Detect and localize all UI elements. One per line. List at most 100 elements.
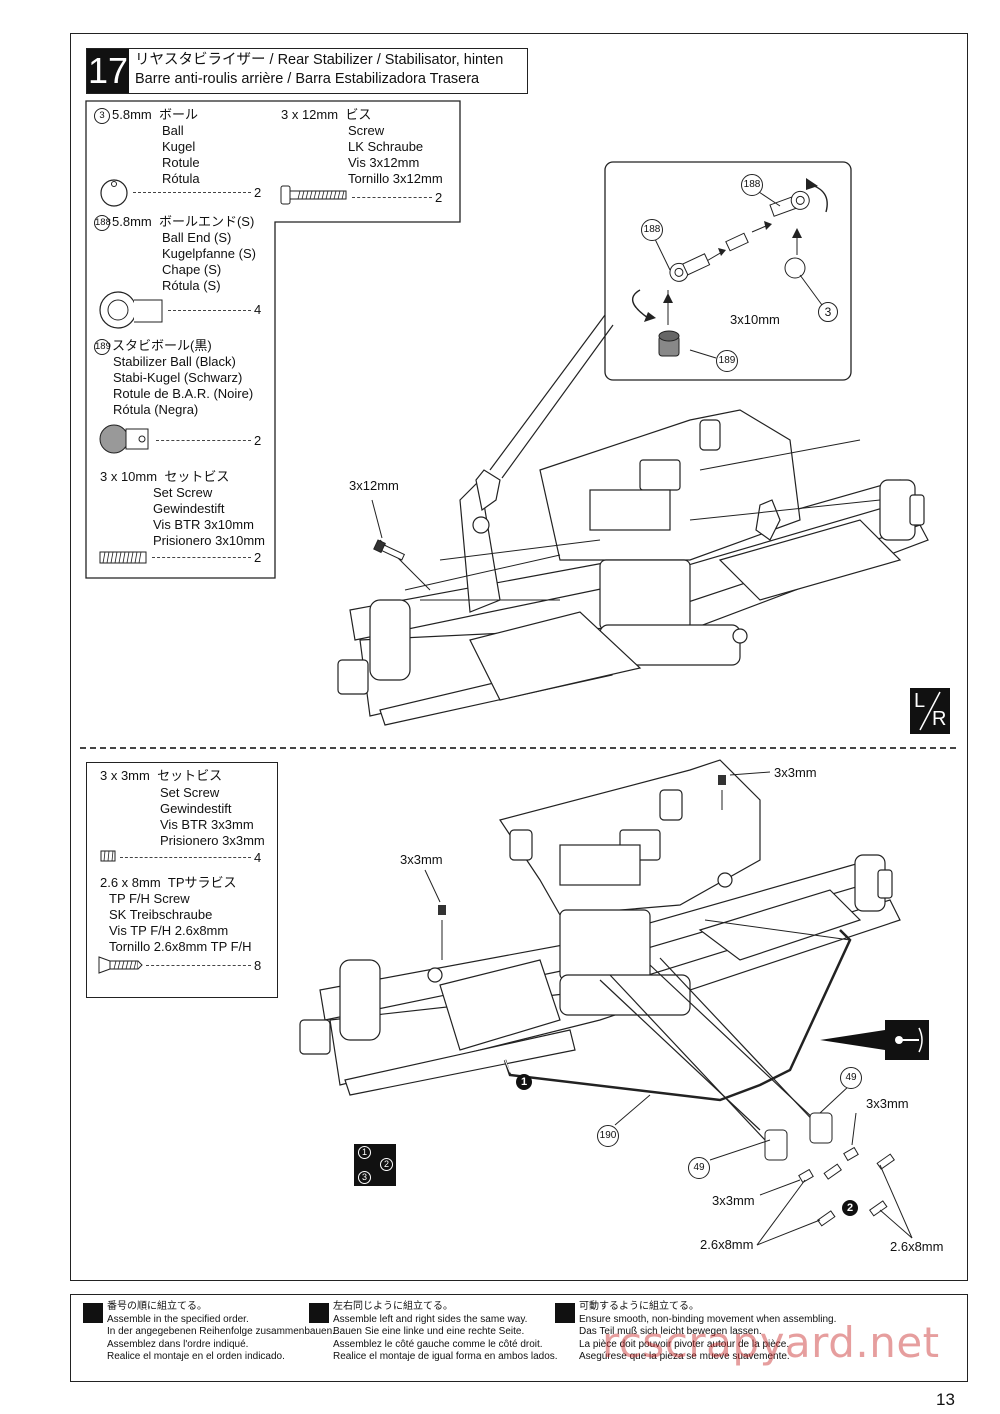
- quantity: 2: [254, 185, 262, 200]
- quantity: 4: [254, 302, 262, 317]
- set-screw-3x3-icon: [100, 850, 116, 862]
- quantity: 2: [435, 190, 443, 205]
- name-es: Rótula (Negra): [113, 402, 199, 417]
- order-legend-icon: [83, 1303, 103, 1323]
- parts-box-top-outline: [85, 100, 461, 579]
- legend-fr: La pièce doit pouvoir pivoter autour de …: [579, 1338, 790, 1350]
- part-number-badge: 3: [94, 107, 110, 124]
- chassis-drawing-bottom: [299, 759, 913, 1246]
- ball-end-icon: [99, 291, 163, 329]
- label-3x3mm-d: 3x3mm: [712, 1193, 755, 1208]
- part-size: 3 x 3mm: [100, 768, 150, 783]
- legend-footer: 番号の順に組立てる。 Assemble in the specified ord…: [70, 1294, 968, 1382]
- part-size: 3 x 12mm: [281, 107, 339, 122]
- name-de: Gewindestift: [153, 501, 225, 516]
- label-3x12mm: 3x12mm: [349, 478, 399, 493]
- part-jp-name: ボール: [158, 107, 198, 122]
- name-fr: Rotule de B.A.R. (Noire): [113, 386, 254, 401]
- part-size: 5.8mm: [112, 214, 152, 229]
- name-fr: Vis 3x12mm: [348, 155, 420, 170]
- quantity: 4: [254, 850, 262, 865]
- callout-188-upper: 188: [741, 174, 763, 196]
- page-frame: [70, 33, 968, 1281]
- callout-49-upper: 49: [840, 1067, 862, 1089]
- name-de: Kugel: [162, 139, 196, 154]
- part-screw-names: Screw LK Schraube Vis 3x12mm Tornillo 3x…: [348, 123, 443, 187]
- leader-line: [168, 310, 251, 311]
- order-marker-1: 1: [516, 1074, 532, 1090]
- callout-189: 189: [716, 350, 738, 372]
- name-es: Prisionero 3x3mm: [160, 833, 265, 848]
- parts-box-bottom: [86, 762, 278, 998]
- part-number-badge: 188: [94, 214, 111, 231]
- legend-left-right: 左右同じように組立てる。 Assemble left and right sid…: [333, 1301, 558, 1364]
- left-right-symbol: L R: [910, 688, 950, 734]
- order-symbol-3: 3: [358, 1171, 371, 1184]
- part-tp-screw-2-6x8: 2.6 x 8mm TPサラビス: [100, 875, 237, 891]
- part-stabilizer-ball-names: Stabilizer Ball (Black) Stabi-Kugel (Sch…: [113, 354, 253, 418]
- legend-jp: 番号の順に組立てる。: [107, 1301, 207, 1312]
- name-es: Rótula (S): [162, 278, 221, 293]
- part-screw-3x12: 3 x 12mm ビス: [281, 107, 371, 123]
- movement-symbol: [885, 1020, 929, 1060]
- legend-de: Das Teil muß sich leicht bewegen lassen.: [579, 1326, 762, 1338]
- set-screw-icon: [99, 551, 147, 564]
- leader-line: [352, 197, 432, 198]
- part-set-screw-3x3-names: Set Screw Gewindestift Vis BTR 3x3mm Pri…: [160, 785, 265, 849]
- assembly-order-symbol: 1 2 3: [354, 1144, 396, 1186]
- part-set-screw-3x3: 3 x 3mm セットビス: [100, 768, 222, 784]
- name-fr: Vis BTR 3x10mm: [153, 517, 254, 532]
- name-en: Set Screw: [160, 785, 220, 800]
- step-header: 17 リヤスタビライザー / Rear Stabilizer / Stabili…: [86, 48, 528, 94]
- legend-es: Asegúrese que la pieza se mueve suavemen…: [579, 1351, 790, 1363]
- lr-right-letter: R: [932, 708, 947, 730]
- part-ball-end: 1885.8mm ボールエンド(S): [94, 214, 254, 231]
- callout-190: 190: [597, 1125, 619, 1147]
- section-divider: [80, 747, 956, 749]
- name-de: Gewindestift: [160, 801, 232, 816]
- chassis-drawing-top: [337, 409, 929, 726]
- part-ball-names: Ball Kugel Rotule Rótula: [162, 123, 200, 187]
- order-symbol-2: 2: [380, 1158, 393, 1171]
- movement-legend-icon: [555, 1303, 575, 1323]
- legend-de: Bauen Sie eine linke und eine rechte Sei…: [333, 1326, 525, 1338]
- label-3x3mm-a: 3x3mm: [774, 765, 817, 780]
- part-jp-name: ビス: [345, 107, 372, 122]
- quantity: 8: [254, 958, 262, 973]
- part-stabilizer-ball: 189スタビボール(黒): [94, 338, 212, 355]
- part-jp-name: スタビボール(黒): [112, 338, 212, 353]
- name-de: Kugelpfanne (S): [162, 246, 256, 261]
- name-de: SK Treibschraube: [109, 907, 213, 922]
- part-ball-end-names: Ball End (S) Kugelpfanne (S) Chape (S) R…: [162, 230, 256, 294]
- part-jp-name: ボールエンド(S): [158, 214, 255, 229]
- part-set-screw-names: Set Screw Gewindestift Vis BTR 3x10mm Pr…: [153, 485, 265, 549]
- label-3x3mm-b: 3x3mm: [400, 852, 443, 867]
- part-jp-name: セットビス: [164, 469, 230, 484]
- step-title: リヤスタビライザー / Rear Stabilizer / Stabilisat…: [135, 51, 503, 89]
- name-en: Set Screw: [153, 485, 213, 500]
- name-fr: Vis BTR 3x3mm: [160, 817, 254, 832]
- legend-order: 番号の順に組立てる。 Assemble in the specified ord…: [107, 1301, 335, 1364]
- name-fr: Rotule: [162, 155, 200, 170]
- part-size: 5.8mm: [112, 107, 152, 122]
- legend-en: Ensure smooth, non-binding movement when…: [579, 1313, 837, 1325]
- legend-fr: Assemblez le côté gauche comme le côté d…: [333, 1338, 543, 1350]
- part-size: 2.6 x 8mm: [100, 875, 161, 890]
- name-en: Stabilizer Ball (Black): [113, 354, 236, 369]
- step-number: 17: [87, 49, 129, 93]
- legend-es: Realice el montaje de igual forma en amb…: [333, 1351, 558, 1363]
- legend-de: In der angegebenen Reihenfolge zusammenb…: [107, 1326, 335, 1338]
- callout-3: 3: [818, 302, 838, 322]
- page-number: 13: [936, 1390, 955, 1409]
- name-en: Ball End (S): [162, 230, 232, 245]
- legend-es: Realice el montaje en el orden indicado.: [107, 1351, 285, 1363]
- quantity: 2: [254, 433, 262, 448]
- order-symbol-1: 1: [358, 1146, 371, 1159]
- name-de: Stabi-Kugel (Schwarz): [113, 370, 243, 385]
- part-size: 3 x 10mm: [100, 469, 158, 484]
- name-fr: Vis TP F/H 2.6x8mm: [109, 923, 229, 938]
- label-2-6x8mm-a: 2.6x8mm: [700, 1237, 754, 1252]
- part-jp-name: セットビス: [157, 768, 223, 783]
- legend-en: Assemble in the specified order.: [107, 1313, 249, 1325]
